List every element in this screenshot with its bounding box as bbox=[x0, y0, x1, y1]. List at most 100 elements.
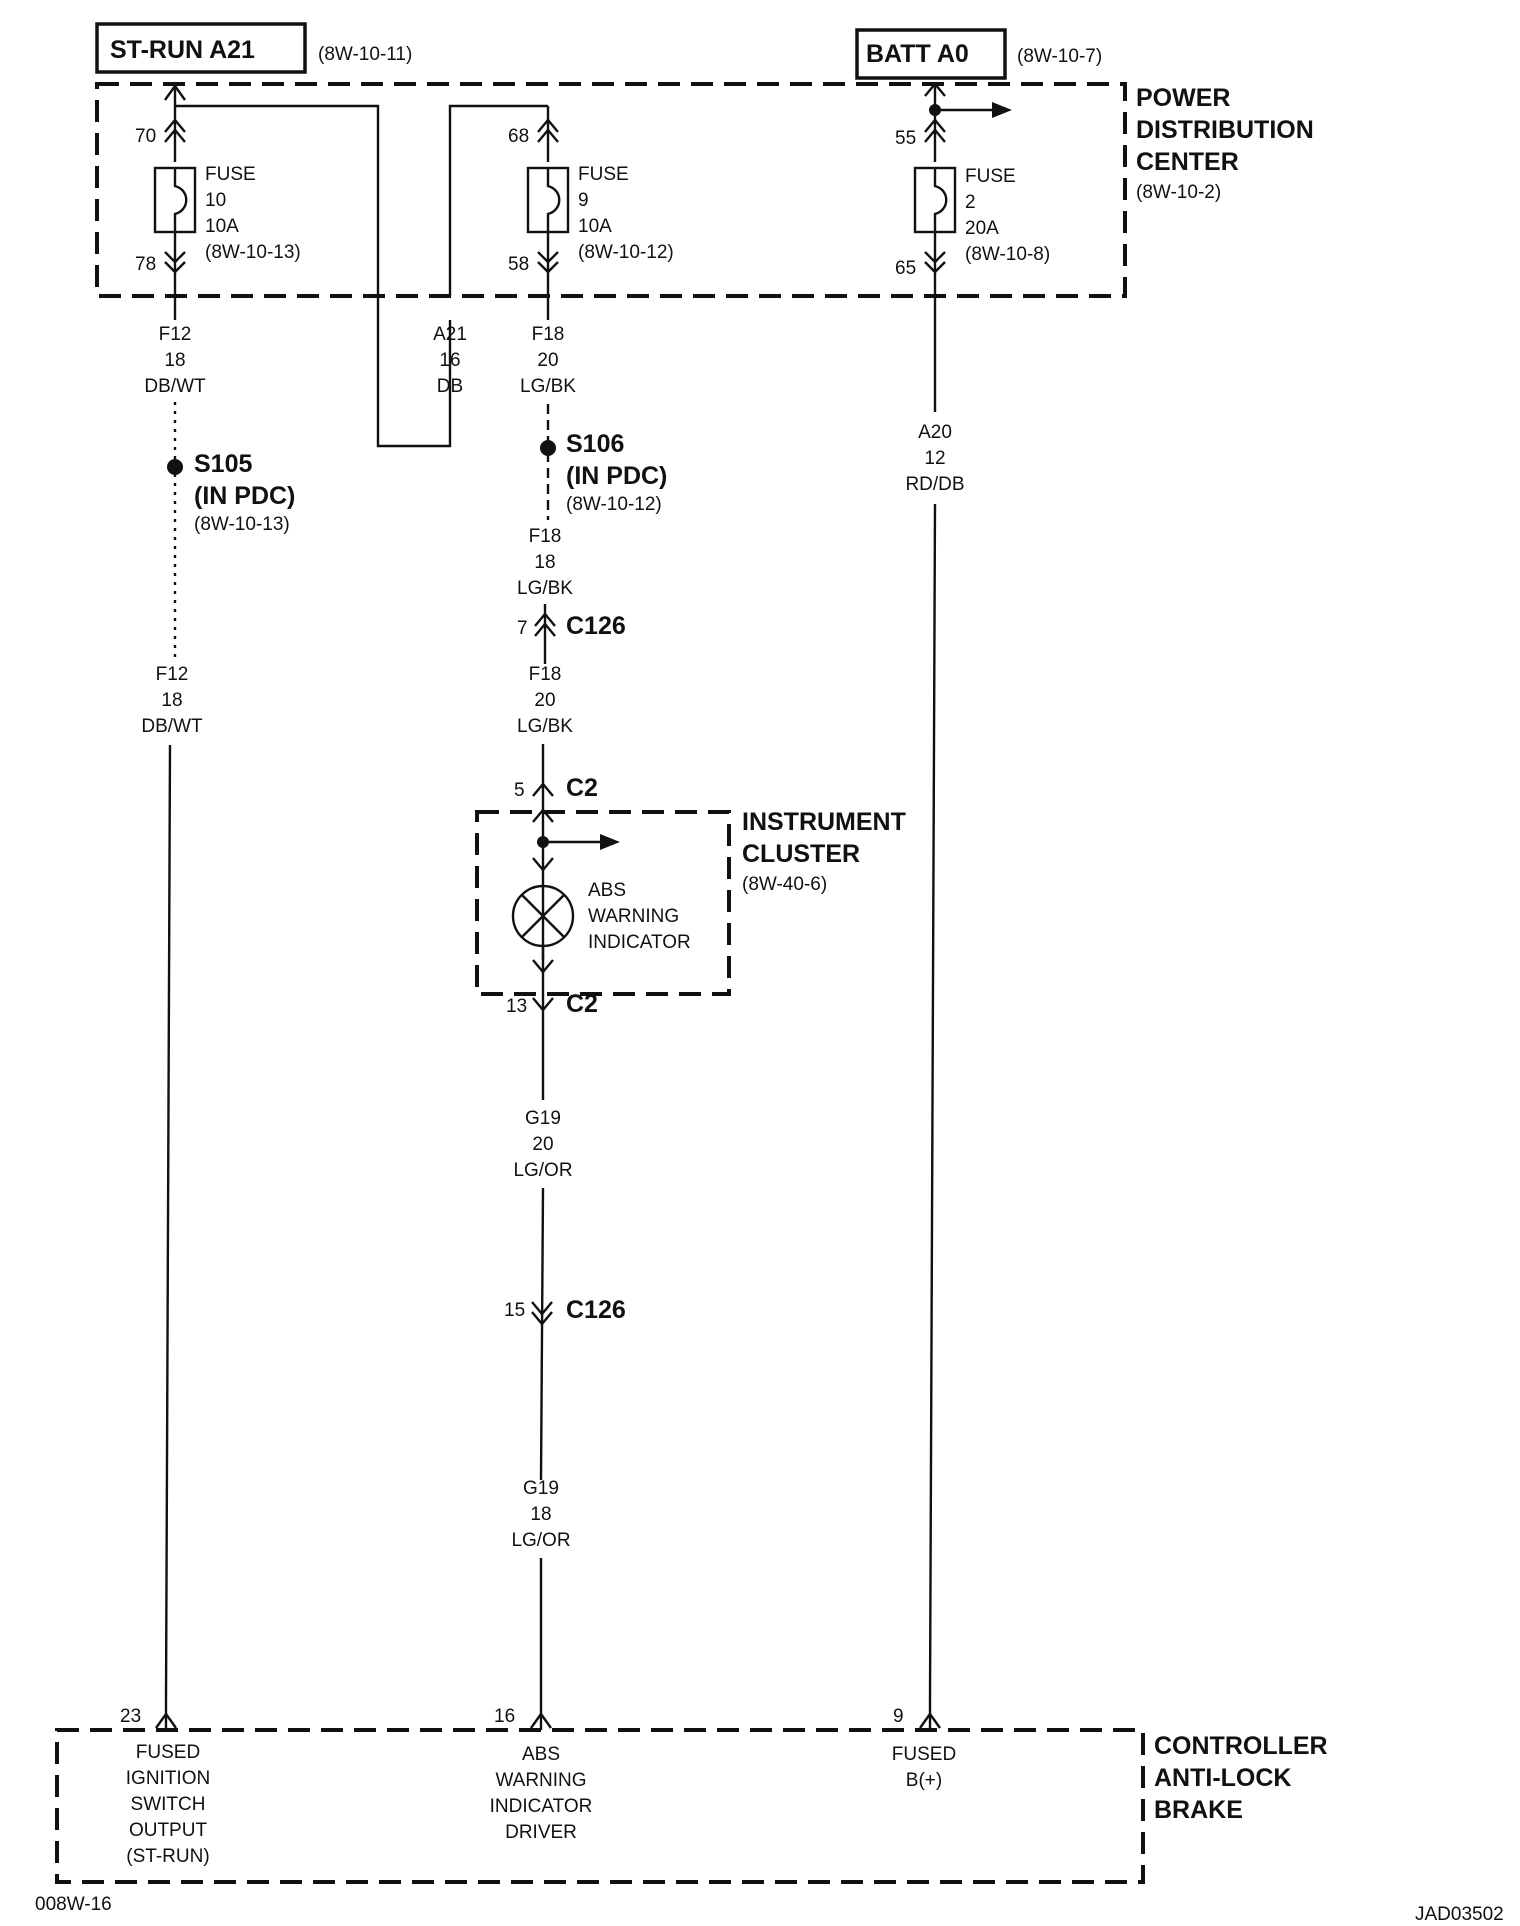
connector-female-icon bbox=[532, 808, 554, 823]
fuse2-pin-top: 55 bbox=[895, 128, 916, 149]
wire-f12-lower-circuit: F12 bbox=[156, 664, 189, 685]
fuse9-line-2: 9 bbox=[578, 190, 589, 211]
c126-bottom-name: C126 bbox=[566, 1296, 626, 1324]
pin-23-line-2: IGNITION bbox=[126, 1768, 210, 1789]
pin-16-line-3: INDICATOR bbox=[490, 1796, 593, 1817]
splice-s105-loc: (IN PDC) bbox=[194, 482, 295, 510]
splice-s106-loc: (IN PDC) bbox=[566, 462, 667, 490]
pin-9-line-2: B(+) bbox=[906, 1770, 942, 1791]
column-g19: 13 C2 G19 20 LG/OR 15 C126 G19 18 LG/OR bbox=[504, 946, 626, 1700]
wire-a21-circuit: A21 bbox=[433, 324, 467, 345]
st-run-box bbox=[95, 22, 307, 74]
connector-male-icon bbox=[532, 782, 554, 797]
batt-box bbox=[855, 28, 1007, 80]
fuse10-line-2: 10 bbox=[205, 190, 226, 211]
wire-g19-upper-gauge: 20 bbox=[532, 1134, 553, 1155]
wire-f12-to-controller bbox=[164, 744, 172, 1701]
wire-f18-mid-gauge: 18 bbox=[534, 552, 555, 573]
pin-9-number: 9 bbox=[893, 1706, 904, 1727]
wire-f18-lower-color: LG/BK bbox=[517, 716, 573, 737]
cluster-title-2: CLUSTER bbox=[742, 840, 860, 868]
cluster-ref: (8W-40-6) bbox=[742, 874, 827, 895]
controller-title-1: CONTROLLER bbox=[1154, 1732, 1328, 1760]
fuse2-line-3: 20A bbox=[965, 218, 999, 239]
wire-a20-color: RD/DB bbox=[905, 474, 964, 495]
connector-female-icon bbox=[155, 1711, 177, 1729]
abs-indicator-line-3: INDICATOR bbox=[588, 932, 691, 953]
controller-pin-23: 23 FUSED IGNITION SWITCH OUTPUT (ST-RUN) bbox=[120, 1700, 210, 1867]
wire-g19-upper-circuit: G19 bbox=[525, 1108, 561, 1129]
batt-label: BATT A0 bbox=[866, 40, 969, 68]
pin-16-number: 16 bbox=[494, 1706, 515, 1727]
wire-f18-mid-color: LG/BK bbox=[517, 578, 573, 599]
fuse-element-icon bbox=[546, 168, 561, 232]
wire-f18-lower-circuit: F18 bbox=[529, 664, 562, 685]
wire-f18-upper-color: LG/BK bbox=[520, 376, 576, 397]
c126-top-name: C126 bbox=[566, 612, 626, 640]
wire-a21-color: DB bbox=[437, 376, 463, 397]
arrow-up-icon bbox=[164, 83, 186, 101]
pdc-ref: (8W-10-2) bbox=[1136, 182, 1221, 203]
controller-pin-9: 9 FUSED B(+) bbox=[892, 1700, 956, 1791]
fuse10-line-1: FUSE bbox=[205, 164, 256, 185]
wire-g19-lower-circuit: G19 bbox=[523, 1478, 559, 1499]
pdc-title-3: CENTER bbox=[1136, 148, 1239, 176]
lamp-x-icon bbox=[521, 894, 565, 938]
wire-g19-lower-gauge: 18 bbox=[530, 1504, 551, 1525]
pin-23-line-4: OUTPUT bbox=[129, 1820, 208, 1841]
c2-bottom-pin: 13 bbox=[506, 996, 527, 1017]
pdc-title-2: DISTRIBUTION bbox=[1136, 116, 1314, 144]
wire-a21-to-fuse9 bbox=[448, 104, 548, 296]
fuse-element-icon bbox=[933, 168, 948, 232]
connector-female-icon bbox=[164, 118, 186, 143]
splice-s105-ref: (8W-10-13) bbox=[194, 514, 290, 535]
instrument-cluster: ABS WARNING INDICATOR INSTRUMENT CLUSTER… bbox=[475, 808, 906, 996]
c126-top-pin: 7 bbox=[517, 618, 528, 639]
wire-a21-gauge: 16 bbox=[439, 350, 460, 371]
pin-16-line-2: WARNING bbox=[495, 1770, 586, 1791]
wire-f18-upper-gauge: 20 bbox=[537, 350, 558, 371]
splice-s105-dot bbox=[167, 459, 183, 475]
controller-anti-lock-brake: CONTROLLER ANTI-LOCK BRAKE 23 FUSED IGNI… bbox=[55, 1700, 1328, 1884]
c2-top-pin: 5 bbox=[514, 780, 525, 801]
fuse2-pin-bottom: 65 bbox=[895, 258, 916, 279]
wire-a20-circuit: A20 bbox=[918, 422, 952, 443]
controller-pin-16: 16 ABS WARNING INDICATOR DRIVER bbox=[490, 1700, 593, 1843]
wire-f18-upper-circuit: F18 bbox=[532, 324, 565, 345]
wire-a20-to-controller bbox=[928, 503, 937, 1701]
fuse10-pin-bottom: 78 bbox=[135, 254, 156, 275]
connector-female-icon bbox=[534, 612, 556, 637]
footer-left-code: 008W-16 bbox=[35, 1894, 112, 1915]
connector-female-icon bbox=[919, 1711, 941, 1729]
fuse10-pin-top: 70 bbox=[135, 126, 156, 147]
fuse2-line-2: 2 bbox=[965, 192, 976, 213]
wire-f18-mid-circuit: F18 bbox=[529, 526, 562, 547]
splice-s106-name: S106 bbox=[566, 430, 624, 458]
pdc-title-1: POWER bbox=[1136, 84, 1230, 112]
fuse9-pin-bottom: 58 bbox=[508, 254, 529, 275]
splice-s106-dot bbox=[540, 440, 556, 456]
splice-s105-name: S105 bbox=[194, 450, 252, 478]
pdc-boundary bbox=[95, 82, 1127, 298]
connector-female-icon bbox=[924, 118, 946, 143]
wire-f12-lower-gauge: 18 bbox=[161, 690, 182, 711]
fuse10-line-4: (8W-10-13) bbox=[205, 242, 301, 263]
connector-male-icon bbox=[531, 1301, 553, 1326]
fuse9-line-1: FUSE bbox=[578, 164, 629, 185]
fuse2-line-4: (8W-10-8) bbox=[965, 244, 1050, 265]
power-distribution-center: POWER DISTRIBUTION CENTER (8W-10-2) bbox=[95, 82, 1314, 298]
st-run-label: ST-RUN A21 bbox=[110, 36, 255, 64]
st-run-ref: (8W-10-11) bbox=[318, 44, 412, 65]
fuse2-line-1: FUSE bbox=[965, 166, 1016, 187]
controller-title-3: BRAKE bbox=[1154, 1796, 1243, 1824]
fuse-element-icon bbox=[173, 168, 188, 232]
st-run-source: ST-RUN A21 (8W-10-11) bbox=[95, 22, 412, 74]
wire-f12-lower-color: DB/WT bbox=[141, 716, 203, 737]
batt-source: BATT A0 (8W-10-7) bbox=[855, 28, 1102, 80]
wire-a21-jumper: A21 16 DB bbox=[175, 104, 548, 448]
c2-top-name: C2 bbox=[566, 774, 598, 802]
wire-a20-gauge: 12 bbox=[924, 448, 945, 469]
column-fuse-10: 70 FUSE 10 10A (8W-10-13) 78 F12 18 DB/W… bbox=[135, 83, 301, 1701]
column-fuse-2: 55 FUSE 2 20A (8W-10-8) 65 A20 12 RD/DB bbox=[895, 82, 1050, 1701]
